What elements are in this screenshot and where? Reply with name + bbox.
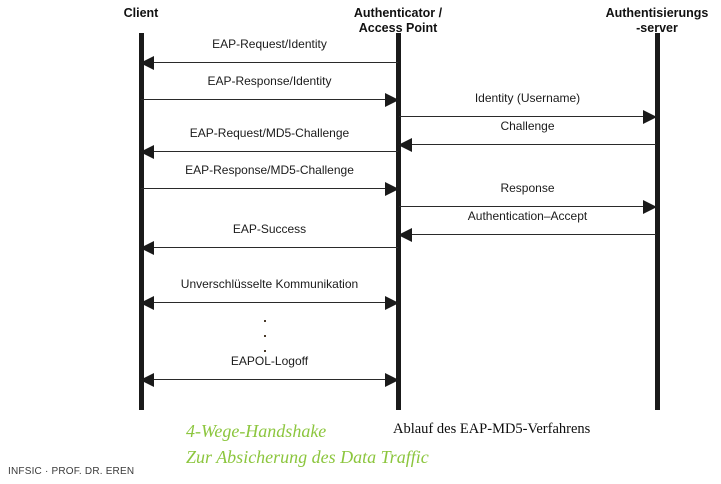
lifeline-authentication-server [655,33,660,410]
message-identity-username: Identity (Username) [399,91,657,125]
message-label: EAP-Request/Identity [212,37,327,51]
arrowhead-right-icon [385,373,399,387]
ellipsis-dot [264,350,266,352]
message-label: EAP-Response/MD5-Challenge [185,163,354,177]
message-label: Identity (Username) [474,91,581,105]
arrowhead-left-icon [140,241,154,255]
message-shaft [141,247,398,248]
message-shaft [399,144,656,145]
arrowhead-left-icon [398,138,412,152]
message-eap-request-identity: EAP-Request/Identity [140,37,398,71]
message-shaft [141,379,398,380]
arrowhead-right-icon [385,182,399,196]
message-label: EAP-Success [232,222,307,236]
arrowhead-right-icon [643,110,657,124]
message-label: Authentication–Accept [467,209,588,223]
arrowhead-right-icon [385,93,399,107]
arrowhead-left-icon [398,228,412,242]
caption-ablauf-eap-md5: Ablauf des EAP-MD5-Verfahrens [393,421,591,437]
message-response: Response [399,181,657,215]
message-label: Challenge [500,119,555,133]
caption-zur-absicherung: Zur Absicherung des Data Traffic [186,447,429,467]
message-label: Response [500,181,555,195]
message-shaft [141,151,398,152]
message-shaft [399,206,656,207]
message-shaft [399,234,656,235]
arrowhead-left-icon [140,145,154,159]
message-unverschluesselte-kommunikation: Unverschlüsselte Kommunikation [140,277,399,311]
message-label: EAPOL-Logoff [230,354,309,368]
message-shaft [141,62,398,63]
actor-header-client: Client [123,6,159,20]
message-label: Unverschlüsselte Kommunikation [180,277,359,291]
actor-header-authentication-server: Authentisierungs -server [605,6,709,35]
arrowhead-left-icon [140,373,154,387]
message-eap-response-identity: EAP-Response/Identity [141,74,399,108]
vertical-ellipsis [255,320,275,365]
footer-credit: INFSIC · PROF. DR. EREN [8,466,135,477]
message-eap-response-md5-challenge: EAP-Response/MD5-Challenge [141,163,399,197]
message-shaft [141,302,398,303]
message-eapol-logoff: EAPOL-Logoff [140,354,399,388]
actor-header-authenticator: Authenticator / Access Point [353,6,443,35]
message-eap-request-md5-challenge: EAP-Request/MD5-Challenge [140,126,398,160]
message-label: EAP-Response/Identity [207,74,332,88]
arrowhead-left-icon [140,56,154,70]
lifeline-client [139,33,144,410]
arrowhead-right-icon [385,296,399,310]
ellipsis-dot [264,335,266,337]
message-label: EAP-Request/MD5-Challenge [189,126,350,140]
message-authentication-accept: Authentication–Accept [398,209,656,243]
arrowhead-left-icon [140,296,154,310]
message-challenge: Challenge [398,119,656,153]
arrowhead-right-icon [643,200,657,214]
message-shaft [141,99,398,100]
ellipsis-dot [264,320,266,322]
message-eap-success: EAP-Success [140,222,398,256]
lifeline-authenticator [396,33,401,410]
message-shaft [399,116,656,117]
message-shaft [141,188,398,189]
caption-4-wege-handshake: 4-Wege-Handshake [186,421,327,441]
